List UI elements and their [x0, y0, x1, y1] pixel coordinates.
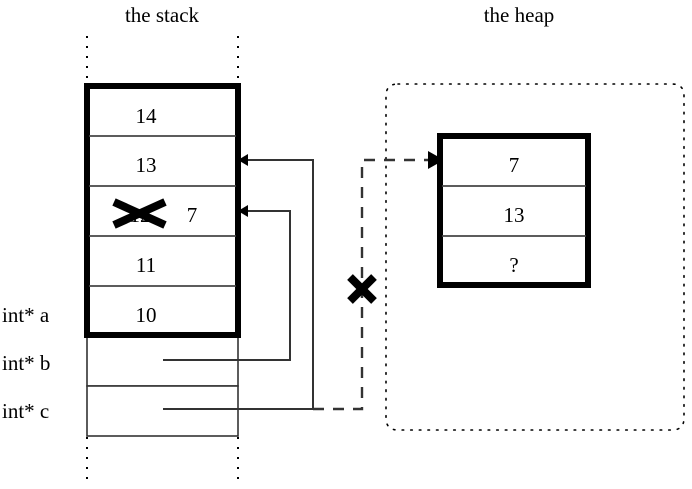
- stack-cell-value-11: 11: [136, 253, 156, 277]
- stack-cell-value-14: 14: [136, 104, 158, 128]
- heap-cell-value-2: ?: [509, 253, 518, 277]
- stack-title: the stack: [125, 3, 200, 27]
- heap-cell-value-1: 13: [504, 203, 525, 227]
- stack-cell-c: [86, 385, 239, 437]
- pointer-c-to-stack-cell-13: [163, 154, 314, 410]
- x-strike-mark-on-heap-pointer: [347, 274, 377, 304]
- heap-title: the heap: [484, 3, 555, 27]
- pointer-b-to-stack-cell-12: [163, 205, 291, 361]
- stack-var-label-c: int* c: [2, 399, 49, 423]
- stack-var-label-a: int* a: [2, 303, 50, 327]
- heap-pointer-arrowhead: [428, 151, 444, 169]
- stack-cell-value-13: 13: [136, 153, 157, 177]
- x-strike-mark-on-12: [112, 198, 167, 229]
- heap-cell-value-0: 7: [509, 153, 520, 177]
- stack-cell-replacement-7: 7: [187, 203, 198, 227]
- stack-cell-value-10: 10: [136, 303, 157, 327]
- pointer-c-arrowhead: [238, 154, 248, 166]
- broken-pointer-to-heap: [313, 151, 444, 411]
- stack-cell-b: [86, 336, 239, 387]
- heap-bold-frame: [437, 133, 591, 288]
- stack-bold-frame: [84, 83, 241, 338]
- pointer-b-arrowhead: [238, 205, 248, 217]
- stack-var-label-b: int* b: [2, 351, 50, 375]
